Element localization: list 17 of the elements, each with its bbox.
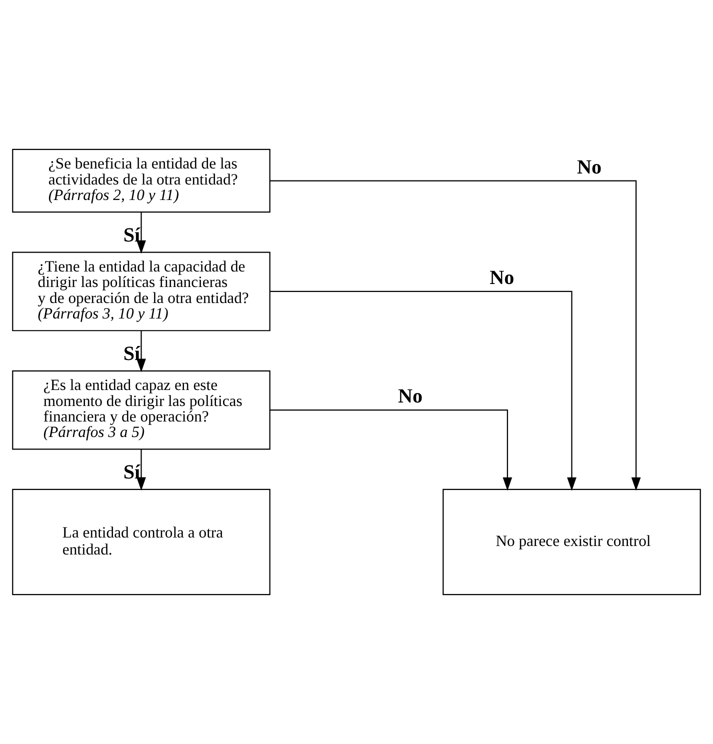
edge-label: Sí bbox=[123, 462, 140, 484]
arrow bbox=[136, 212, 146, 254]
node-box: La entidad controla a otra entidad. bbox=[12, 488, 270, 596]
arrow bbox=[270, 290, 576, 491]
node-box: ¿Es la entidad capaz en este momento de dirigir las políticas financiera y de operación? (Párrafos 3 a 5) bbox=[12, 370, 270, 450]
edge-label: Sí bbox=[123, 342, 140, 365]
edge-label: No bbox=[398, 386, 423, 408]
node-box: No parece existir control bbox=[442, 488, 701, 596]
node-box: ¿Tiene la entidad la capacidad de dirigir las políticas financieras y de operación de la otra entidad? (Párrafos 3, 10 y 11) bbox=[12, 252, 270, 332]
arrow bbox=[270, 409, 512, 491]
arrow bbox=[270, 180, 641, 491]
arrow bbox=[136, 449, 146, 491]
edge-label: Sí bbox=[123, 224, 140, 247]
edge-label: No bbox=[576, 156, 602, 178]
node-box: ¿Se beneficia la entidad de las actividades de la otra entidad? (Párrafos 2, 10 y 11) bbox=[12, 148, 270, 213]
edge-label: No bbox=[490, 267, 514, 290]
arrow bbox=[136, 330, 146, 372]
